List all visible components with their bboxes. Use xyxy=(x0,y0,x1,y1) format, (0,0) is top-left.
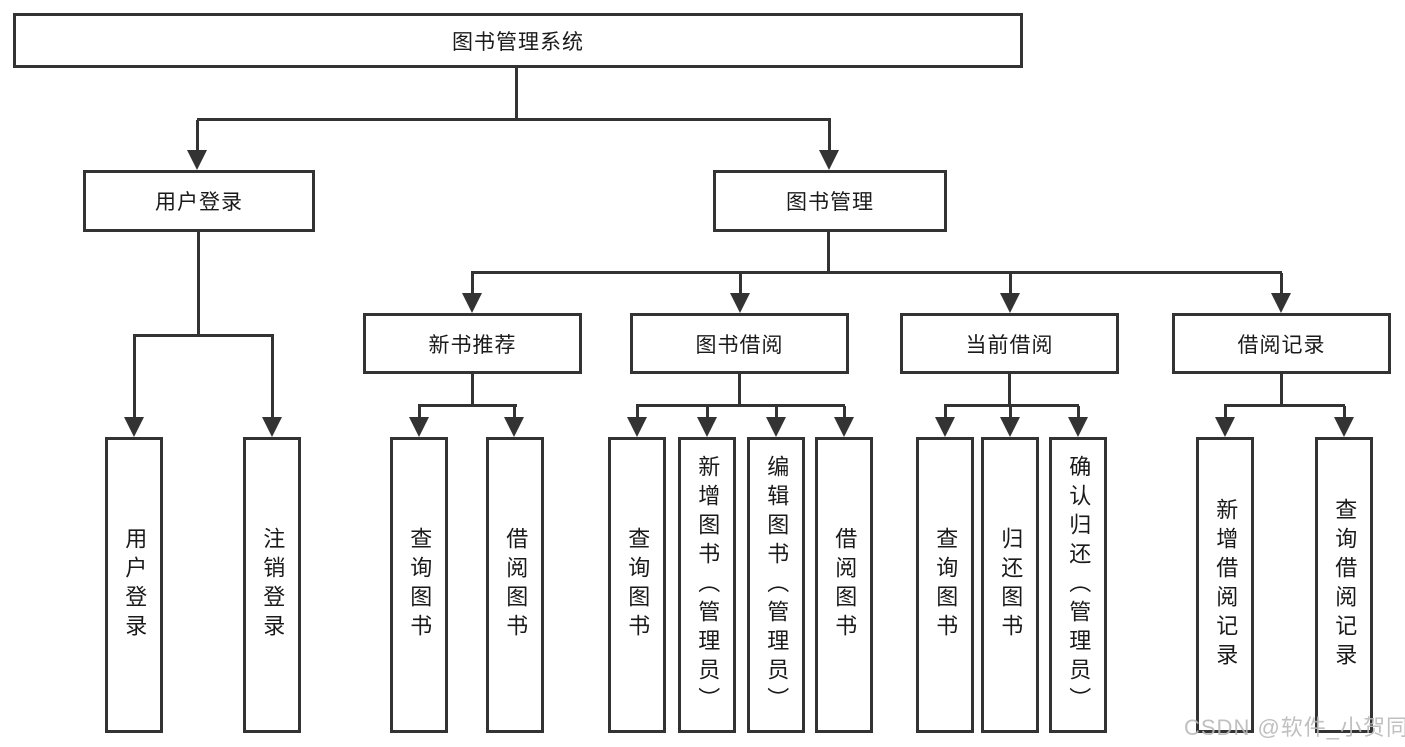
connector-shaft xyxy=(843,406,846,418)
arrowhead-icon xyxy=(409,417,429,437)
arrowhead-icon xyxy=(262,417,282,437)
connector-stem xyxy=(1008,374,1011,406)
connector-shaft xyxy=(1343,406,1346,418)
connector-stem xyxy=(738,374,741,406)
connector-shaft xyxy=(513,406,516,418)
connector-book-mgmt-split xyxy=(471,271,1282,274)
connector-shaft xyxy=(196,120,199,152)
connector-shaft xyxy=(1280,273,1283,295)
connector-root-split xyxy=(197,118,831,121)
node-book-management: 图书管理 xyxy=(713,170,947,232)
arrowhead-icon xyxy=(819,150,839,170)
arrowhead-icon xyxy=(504,417,524,437)
arrowhead-icon xyxy=(730,293,750,313)
connector-shaft xyxy=(828,120,831,152)
arrowhead-icon xyxy=(1000,293,1020,313)
node-current-borrowing: 当前借阅 xyxy=(900,313,1119,374)
connector-shaft xyxy=(1077,406,1080,418)
node-new-book-recommend: 新书推荐 xyxy=(363,313,582,374)
node-user-login-action: 用户登录 xyxy=(105,437,163,733)
connector-shaft xyxy=(636,406,639,418)
connector-shaft xyxy=(471,273,474,295)
node-confirm-return-admin: 确认归还（管理员） xyxy=(1049,437,1107,733)
connector-shaft xyxy=(1009,273,1012,295)
connector-shaft xyxy=(775,406,778,418)
node-return-books: 归还图书 xyxy=(981,437,1039,733)
arrowhead-icon xyxy=(935,417,955,437)
connector-shaft xyxy=(418,406,421,418)
connector-shaft xyxy=(271,336,274,418)
connector-shaft xyxy=(1009,406,1012,418)
connector-shaft xyxy=(706,406,709,418)
node-query-books: 查询图书 xyxy=(390,437,448,733)
node-logout-action: 注销登录 xyxy=(243,437,301,733)
arrowhead-icon xyxy=(1334,417,1354,437)
connector-user-login-stem xyxy=(197,232,200,337)
connector-split xyxy=(1224,404,1345,407)
arrowhead-icon xyxy=(124,417,144,437)
connector-split xyxy=(636,404,845,407)
connector-shaft xyxy=(944,406,947,418)
node-user-login: 用户登录 xyxy=(83,170,315,232)
connector-book-mgmt-stem xyxy=(827,232,830,274)
connector-shaft xyxy=(133,336,136,418)
watermark-text: CSDN @软件_小贺同学 xyxy=(1184,715,1405,740)
connector-split xyxy=(418,404,517,407)
node-book-borrowing: 图书借阅 xyxy=(630,313,849,374)
arrowhead-icon xyxy=(697,417,717,437)
node-query-books: 查询图书 xyxy=(608,437,666,733)
node-query-books: 查询图书 xyxy=(916,437,974,733)
node-borrow-books: 借阅图书 xyxy=(486,437,544,733)
arrowhead-icon xyxy=(627,417,647,437)
connector-root-stem xyxy=(515,68,518,120)
arrowhead-icon xyxy=(766,417,786,437)
node-add-borrow-record: 新增借阅记录 xyxy=(1196,437,1254,733)
node-edit-books-admin: 编辑图书（管理员） xyxy=(747,437,805,733)
node-borrowing-records: 借阅记录 xyxy=(1172,313,1391,374)
arrowhead-icon xyxy=(1000,417,1020,437)
connector-stem xyxy=(1280,374,1283,406)
arrowhead-icon xyxy=(1271,293,1291,313)
connector-shaft xyxy=(1224,406,1227,418)
connector-split xyxy=(944,404,1079,407)
arrowhead-icon xyxy=(1068,417,1088,437)
connector-stem xyxy=(471,374,474,406)
arrowhead-icon xyxy=(1215,417,1235,437)
node-library-system: 图书管理系统 xyxy=(13,13,1023,68)
connector-user-login-split xyxy=(133,334,274,337)
arrowhead-icon xyxy=(834,417,854,437)
arrowhead-icon xyxy=(187,150,207,170)
arrowhead-icon xyxy=(462,293,482,313)
node-borrow-books: 借阅图书 xyxy=(815,437,873,733)
connector-shaft xyxy=(739,273,742,295)
node-query-borrow-record: 查询借阅记录 xyxy=(1315,437,1373,733)
node-add-books-admin: 新增图书（管理员） xyxy=(678,437,736,733)
